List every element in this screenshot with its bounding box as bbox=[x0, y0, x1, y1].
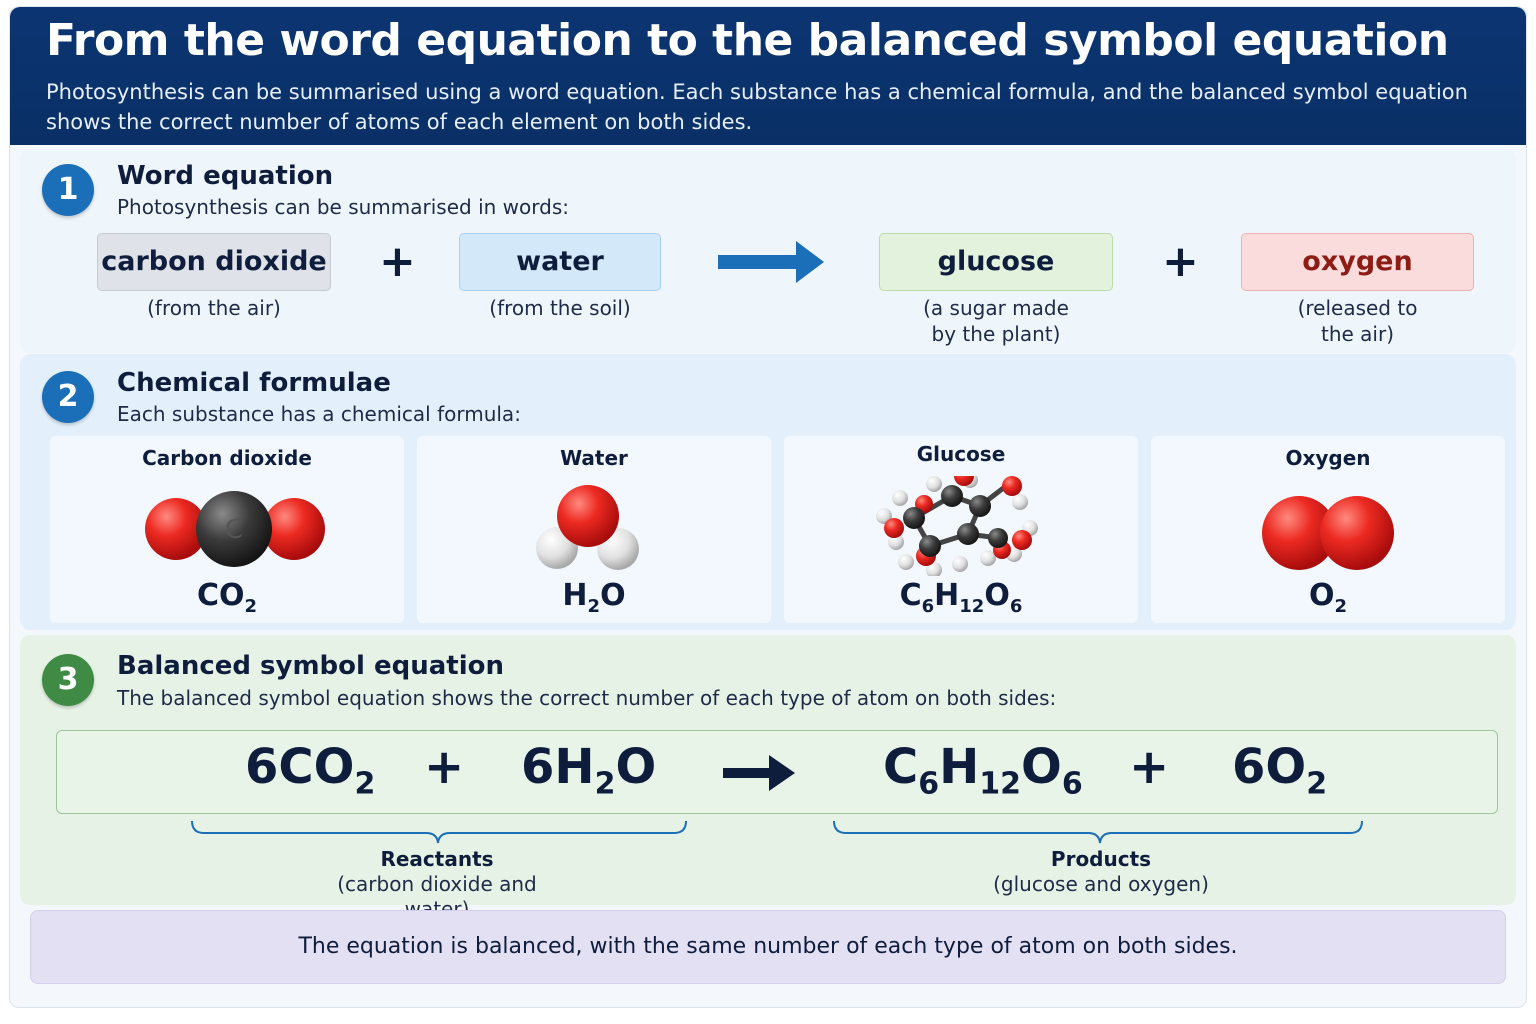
step-1-badge: 1 bbox=[42, 164, 94, 216]
formula-o2: O2 bbox=[1308, 578, 1348, 617]
balanced-equation-box: 6CO2 + 6H2O C6H12O6 + 6O2 bbox=[56, 730, 1498, 814]
card-title: Oxygen bbox=[1285, 446, 1371, 470]
reactants-title: Reactants bbox=[380, 847, 494, 871]
card-title: Water bbox=[560, 446, 628, 470]
formula-subscript: 2 bbox=[1334, 596, 1348, 617]
section-balanced-equation: 3 Balanced symbol equation The balanced … bbox=[20, 635, 1516, 921]
note-glucose: (a sugar made by the plant) bbox=[879, 295, 1113, 347]
equation-term-glucose: C6H12O6 bbox=[883, 739, 1083, 802]
note-line: the air) bbox=[1320, 322, 1395, 346]
word-box-carbon-dioxide: carbon dioxide bbox=[97, 233, 331, 291]
carbon-atom-label: C bbox=[225, 515, 243, 545]
products-label: Products (glucose and oxygen) bbox=[970, 847, 1232, 897]
section-chemical-formulae: 2 Chemical formulae Each substance has a… bbox=[20, 354, 1516, 630]
plus-sign: + bbox=[379, 236, 416, 287]
balance-note: The equation is balanced, with the same … bbox=[30, 910, 1506, 984]
formula-subscript: 6 bbox=[921, 596, 935, 617]
note-water: (from the soil) bbox=[489, 296, 631, 320]
formula-subscript: 2 bbox=[1306, 766, 1328, 802]
formula-glucose: C6H12O6 bbox=[899, 578, 1023, 617]
formula-h2o: H2O bbox=[562, 578, 626, 617]
word-box-oxygen: oxygen bbox=[1241, 233, 1474, 291]
section-1-title: Word equation bbox=[117, 161, 334, 191]
formula-subscript: 2 bbox=[587, 596, 601, 617]
equation-plus: + bbox=[424, 739, 465, 795]
step-2-badge: 2 bbox=[42, 371, 94, 423]
section-2-subtitle: Each substance has a chemical formula: bbox=[117, 402, 521, 426]
formula-subscript: 6 bbox=[1061, 766, 1083, 802]
equation-term-6o2: 6O2 bbox=[1232, 739, 1328, 802]
glucose-molecule-icon bbox=[876, 476, 1038, 576]
infographic: From the word equation to the balanced s… bbox=[9, 6, 1527, 1008]
page-subtitle: Photosynthesis can be summarised using a… bbox=[46, 80, 1468, 134]
card-oxygen: Oxygen O2 bbox=[1151, 436, 1505, 623]
section-word-equation: 1 Word equation Photosynthesis can be su… bbox=[20, 149, 1516, 353]
equation-arrow-icon bbox=[723, 755, 795, 791]
formula-subscript: 2 bbox=[354, 766, 376, 802]
formula-subscript: 12 bbox=[979, 766, 1022, 802]
equation-term-6h2o: 6H2O bbox=[521, 739, 657, 802]
step-3-badge: 3 bbox=[42, 654, 94, 706]
reactants-note: (carbon dioxide and water) bbox=[337, 872, 537, 921]
products-note: (glucose and oxygen) bbox=[993, 872, 1209, 896]
section-2-title: Chemical formulae bbox=[117, 368, 391, 398]
card-title: Carbon dioxide bbox=[142, 446, 312, 470]
section-3-title: Balanced symbol equation bbox=[117, 651, 505, 681]
products-brace bbox=[833, 820, 1363, 844]
formula-subscript: 6 bbox=[1009, 596, 1023, 617]
reactants-label: Reactants (carbon dioxide and water) bbox=[302, 847, 572, 922]
note-carbon-dioxide: (from the air) bbox=[147, 296, 281, 320]
card-water: Water H2O bbox=[417, 436, 771, 623]
page-title: From the word equation to the balanced s… bbox=[46, 15, 1449, 66]
carbon-dioxide-molecule-icon: C bbox=[145, 491, 325, 567]
note-line: by the plant) bbox=[931, 322, 1061, 346]
header-banner: From the word equation to the balanced s… bbox=[10, 7, 1526, 145]
formula-subscript: 12 bbox=[959, 596, 985, 617]
equation-term-6co2: 6CO2 bbox=[245, 739, 376, 802]
note-line: (a sugar made bbox=[923, 296, 1069, 320]
word-box-water: water bbox=[459, 233, 661, 291]
note-oxygen: (released to the air) bbox=[1241, 295, 1474, 347]
formula-subscript: 2 bbox=[244, 596, 258, 617]
section-3-subtitle: The balanced symbol equation shows the c… bbox=[117, 686, 1057, 710]
equation-plus: + bbox=[1129, 739, 1170, 795]
formula-subscript: 2 bbox=[594, 766, 616, 802]
card-carbon-dioxide: Carbon dioxide C CO2 bbox=[50, 436, 404, 623]
reaction-arrow-icon bbox=[718, 241, 824, 283]
note-line: (released to bbox=[1297, 296, 1418, 320]
reactants-brace bbox=[191, 820, 687, 844]
card-glucose: Glucose bbox=[784, 436, 1138, 623]
section-1-subtitle: Photosynthesis can be summarised in word… bbox=[117, 195, 569, 219]
formula-co2: CO2 bbox=[196, 578, 258, 617]
word-box-glucose: glucose bbox=[879, 233, 1113, 291]
oxygen-molecule-icon bbox=[1262, 496, 1394, 570]
plus-sign: + bbox=[1162, 236, 1199, 287]
formula-subscript: 6 bbox=[918, 766, 940, 802]
water-molecule-icon bbox=[536, 485, 639, 570]
products-title: Products bbox=[1050, 847, 1152, 871]
card-title: Glucose bbox=[916, 442, 1006, 466]
